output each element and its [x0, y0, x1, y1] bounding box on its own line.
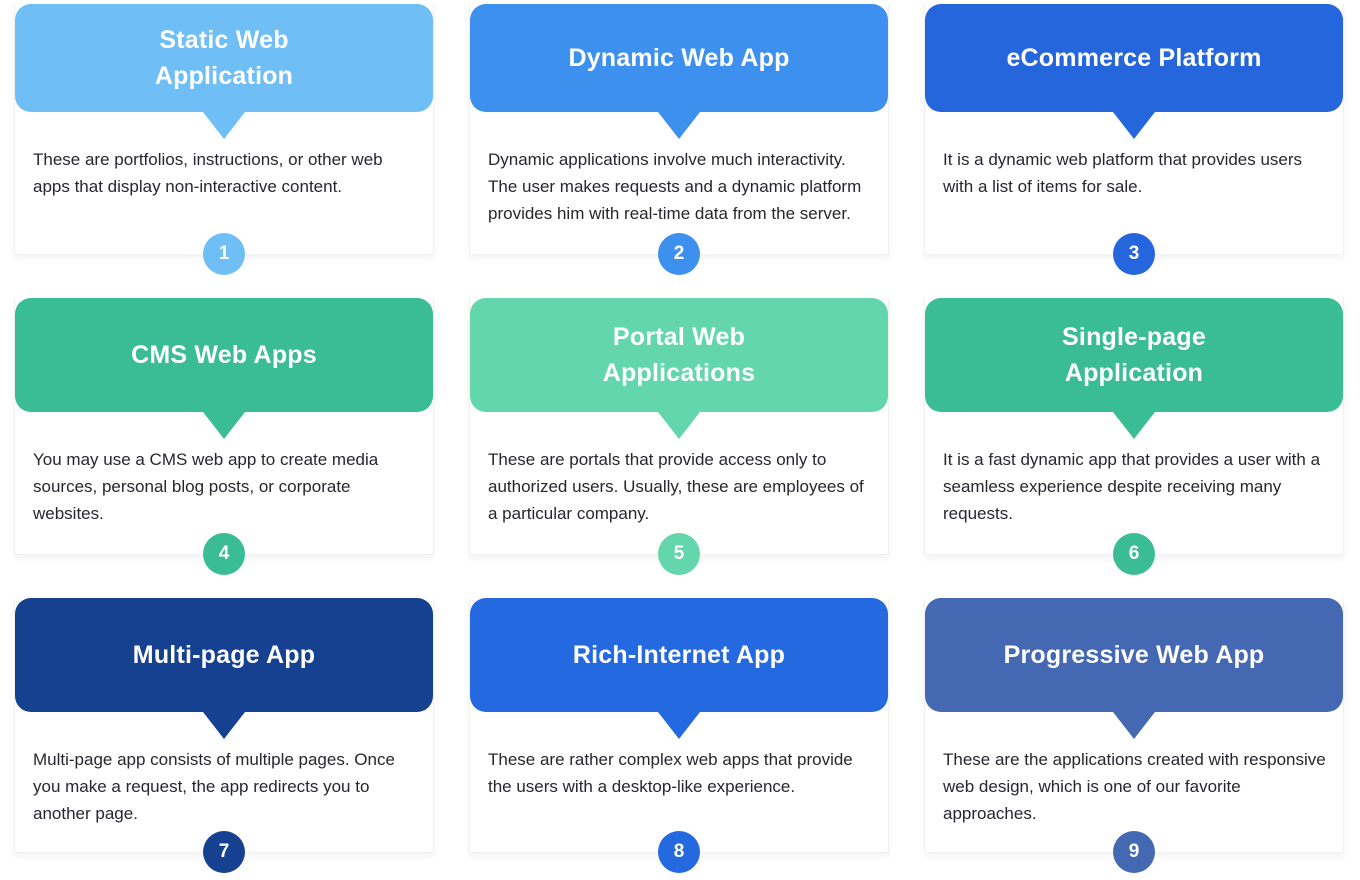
number-badge: 1 [203, 233, 245, 275]
number-badge: 8 [658, 831, 700, 873]
card-ecommerce-platform: eCommerce Platform It is a dynamic web p… [924, 4, 1344, 275]
card-header-bubble: Rich-Internet App [470, 598, 888, 712]
number-badge: 5 [658, 533, 700, 575]
card-description: You may use a CMS web app to create medi… [33, 450, 379, 523]
card-description: These are portfolios, instructions, or o… [33, 150, 383, 196]
card-description: It is a fast dynamic app that provides a… [943, 450, 1321, 523]
card-portal-web-applications: Portal Web Applications These are portal… [469, 298, 889, 575]
card-header-bubble: eCommerce Platform [925, 4, 1343, 112]
card-description: Dynamic applications involve much intera… [488, 150, 862, 223]
card-title: Dynamic Web App [568, 44, 790, 72]
number-badge: 3 [1113, 233, 1155, 275]
card-header-bubble: Dynamic Web App [470, 4, 888, 112]
card-header-bubble: CMS Web Apps [15, 298, 433, 412]
card-dynamic-web-app: Dynamic Web App Dynamic applications inv… [469, 4, 889, 275]
card-header-bubble: Static Web Application [15, 4, 433, 112]
number-badge: 4 [203, 533, 245, 575]
card-multi-page-app: Multi-page App Multi-page app consists o… [14, 598, 434, 873]
card-rich-internet-app: Rich-Internet App These are rather compl… [469, 598, 889, 873]
card-cms-web-apps: CMS Web Apps You may use a CMS web app t… [14, 298, 434, 575]
card-description: Multi-page app consists of multiple page… [33, 750, 395, 823]
number-badge: 6 [1113, 533, 1155, 575]
card-header-bubble: Portal Web Applications [470, 298, 888, 412]
number-badge: 9 [1113, 831, 1155, 873]
card-title: Static Web Application [154, 26, 294, 90]
card-static-web-application: Static Web Application These are portfol… [14, 4, 434, 275]
number-badge: 2 [658, 233, 700, 275]
card-progressive-web-app: Progressive Web App These are the applic… [924, 598, 1344, 873]
card-title: Multi-page App [132, 641, 316, 669]
card-description: These are rather complex web apps that p… [488, 750, 853, 796]
card-header-bubble: Progressive Web App [925, 598, 1343, 712]
card-description: It is a dynamic web platform that provid… [943, 150, 1303, 196]
card-single-page-application: Single-page Application It is a fast dyn… [924, 298, 1344, 575]
number-badge: 7 [203, 831, 245, 873]
card-title: Portal Web Applications [602, 323, 756, 387]
card-title: Rich-Internet App [572, 641, 786, 669]
card-description: These are the applications created with … [943, 750, 1326, 823]
card-header-bubble: Single-page Application [925, 298, 1343, 412]
card-header-bubble: Multi-page App [15, 598, 433, 712]
card-title: Single-page Application [1062, 323, 1206, 387]
card-description: These are portals that provide access on… [488, 450, 864, 523]
card-title: eCommerce Platform [1006, 44, 1262, 72]
web-app-types-grid: Static Web Application These are portfol… [0, 0, 1360, 853]
card-title: Progressive Web App [1003, 641, 1265, 669]
card-title: CMS Web Apps [131, 341, 317, 369]
